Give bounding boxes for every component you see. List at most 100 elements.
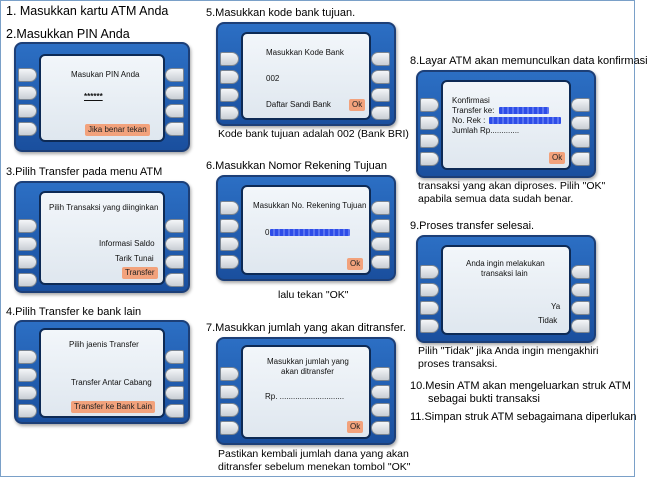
atm-side-button[interactable] xyxy=(220,237,239,251)
atm-side-button[interactable] xyxy=(571,265,590,279)
caption-5: Kode bank tujuan adalah 002 (Bank BRI) xyxy=(218,128,409,140)
atm-rekening-panel: Masukkan No. Rekening Tujuan 0 Ok xyxy=(216,175,396,281)
atm-side-button[interactable] xyxy=(420,152,439,166)
atm-side-button[interactable] xyxy=(18,86,37,100)
ok-option[interactable]: Ok xyxy=(347,421,364,433)
redacted-account-number xyxy=(270,229,350,236)
atm-side-button[interactable] xyxy=(18,368,37,382)
atm-side-button[interactable] xyxy=(420,301,439,315)
atm-jumlah-panel: Masukkan jumlah yang akan ditransfer Rp.… xyxy=(216,337,396,445)
atm-side-button[interactable] xyxy=(18,68,37,82)
bank-code-value: 002 xyxy=(266,74,280,83)
atm-side-button[interactable] xyxy=(371,201,390,215)
ok-option[interactable]: Ok xyxy=(549,152,566,164)
atm-side-button[interactable] xyxy=(371,106,390,120)
atm-side-button[interactable] xyxy=(165,104,184,118)
atm-side-button[interactable] xyxy=(18,104,37,118)
ok-option[interactable]: Ok xyxy=(347,258,364,270)
confirm-title: Konfirmasi xyxy=(452,96,490,105)
atm-side-button[interactable] xyxy=(165,122,184,136)
screen-title: Pilih Transaksi yang diinginkan xyxy=(49,203,159,212)
atm-side-button[interactable] xyxy=(571,116,590,130)
option-ya[interactable]: Ya xyxy=(551,302,561,311)
step-11: 11.Simpan struk ATM sebagaimana diperluk… xyxy=(410,411,637,423)
atm-side-button[interactable] xyxy=(165,386,184,400)
caption-9-line1: Pilih "Tidak" jika Anda ingin mengakhiri xyxy=(418,345,599,357)
atm-side-button[interactable] xyxy=(220,367,239,381)
atm-side-button[interactable] xyxy=(165,68,184,82)
atm-side-button[interactable] xyxy=(220,70,239,84)
atm-side-button[interactable] xyxy=(571,134,590,148)
atm-side-button[interactable] xyxy=(18,255,37,269)
atm-side-button[interactable] xyxy=(165,404,184,418)
atm-side-button[interactable] xyxy=(220,403,239,417)
atm-side-button[interactable] xyxy=(165,273,184,287)
atm-side-button[interactable] xyxy=(420,283,439,297)
atm-side-button[interactable] xyxy=(165,350,184,364)
screen-title-line2: akan ditransfer xyxy=(281,367,334,376)
atm-side-button[interactable] xyxy=(220,106,239,120)
atm-side-button[interactable] xyxy=(18,122,37,136)
atm-screen: Masukkan jumlah yang akan ditransfer Rp.… xyxy=(241,345,371,439)
atm-side-button[interactable] xyxy=(420,319,439,333)
atm-side-button[interactable] xyxy=(165,219,184,233)
atm-side-button[interactable] xyxy=(571,98,590,112)
atm-side-button[interactable] xyxy=(220,52,239,66)
atm-side-button[interactable] xyxy=(420,116,439,130)
atm-side-button[interactable] xyxy=(220,219,239,233)
option-bank-lain[interactable]: Transfer ke Bank Lain xyxy=(71,401,155,413)
option-informasi-saldo[interactable]: Informasi Saldo xyxy=(99,239,155,248)
atm-side-button[interactable] xyxy=(420,265,439,279)
ok-option[interactable]: Ok xyxy=(349,99,366,111)
atm-side-button[interactable] xyxy=(371,403,390,417)
atm-side-button[interactable] xyxy=(571,319,590,333)
step-2: 2.Masukkan PIN Anda xyxy=(6,27,130,41)
atm-side-button[interactable] xyxy=(371,219,390,233)
caption-6: lalu tekan "OK" xyxy=(278,289,349,301)
atm-side-button[interactable] xyxy=(165,255,184,269)
atm-side-button[interactable] xyxy=(165,86,184,100)
atm-side-button[interactable] xyxy=(220,385,239,399)
atm-side-button[interactable] xyxy=(420,134,439,148)
confirm-option[interactable]: Jika benar tekan xyxy=(85,124,150,136)
atm-side-button[interactable] xyxy=(371,255,390,269)
atm-side-button[interactable] xyxy=(371,237,390,251)
atm-side-button[interactable] xyxy=(165,237,184,251)
atm-side-button[interactable] xyxy=(18,219,37,233)
amount-field[interactable]: Rp. ............................. xyxy=(265,392,345,401)
atm-side-button[interactable] xyxy=(371,385,390,399)
bank-code-list-link[interactable]: Daftar Sandi Bank xyxy=(266,100,331,109)
atm-side-button[interactable] xyxy=(371,367,390,381)
atm-side-button[interactable] xyxy=(18,273,37,287)
option-antar-cabang[interactable]: Transfer Antar Cabang xyxy=(71,378,152,387)
atm-side-button[interactable] xyxy=(371,70,390,84)
atm-side-button[interactable] xyxy=(371,88,390,102)
atm-side-button[interactable] xyxy=(18,386,37,400)
atm-side-button[interactable] xyxy=(420,98,439,112)
atm-kode-panel: Masukkan Kode Bank 002 Daftar Sandi Bank… xyxy=(216,22,396,126)
caption-8-line2: apabila semua data sudah benar. xyxy=(418,193,574,205)
atm-side-button[interactable] xyxy=(371,52,390,66)
screen-title-line1: Masukkan jumlah yang xyxy=(267,357,349,366)
atm-side-button[interactable] xyxy=(220,201,239,215)
step-8: 8.Layar ATM akan memunculkan data konfir… xyxy=(410,55,648,67)
atm-side-button[interactable] xyxy=(571,283,590,297)
screen-title: Masukkan Kode Bank xyxy=(266,48,344,57)
atm-side-button[interactable] xyxy=(18,350,37,364)
atm-side-button[interactable] xyxy=(220,421,239,435)
atm-side-button[interactable] xyxy=(571,152,590,166)
atm-side-button[interactable] xyxy=(220,255,239,269)
step-6: 6.Masukkan Nomor Rekening Tujuan xyxy=(206,160,387,172)
atm-side-button[interactable] xyxy=(18,404,37,418)
atm-side-button[interactable] xyxy=(165,368,184,382)
atm-side-button[interactable] xyxy=(18,237,37,251)
atm-side-button[interactable] xyxy=(571,301,590,315)
option-tarik-tunai[interactable]: Tarik Tunai xyxy=(115,254,154,263)
account-number-value: 0 xyxy=(265,228,270,237)
redacted-account-number xyxy=(489,117,561,124)
atm-side-button[interactable] xyxy=(220,88,239,102)
option-transfer[interactable]: Transfer xyxy=(122,267,158,279)
atm-side-button[interactable] xyxy=(371,421,390,435)
atm-selesai-panel: Anda ingin melakukan transaksi lain Ya T… xyxy=(416,235,596,343)
option-tidak[interactable]: Tidak xyxy=(538,316,558,325)
